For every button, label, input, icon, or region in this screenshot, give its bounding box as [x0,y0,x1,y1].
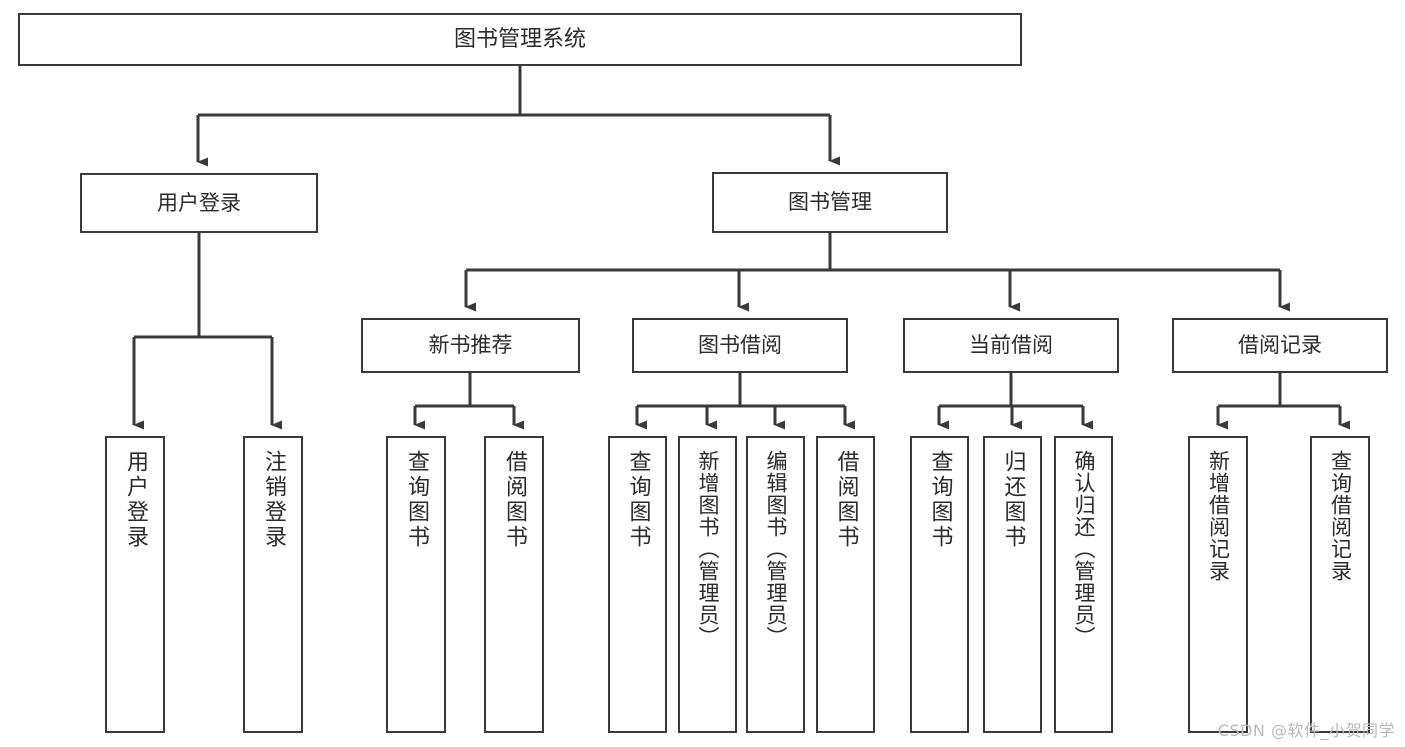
node-book-management-label: 图书管理 [788,190,872,215]
leaf-add-book-admin-label: 新增图书（管理员） [696,450,720,648]
leaf-confirm-return-admin-label: 确认归还（管理员） [1072,450,1096,648]
leaf-search-book-borrow-label: 查询图书 [625,450,651,550]
watermark: CSDN @软件_小贺同学 [1217,721,1395,740]
node-borrow-record-label: 借阅记录 [1238,333,1322,358]
leaf-borrow-book-recommend-label: 借阅图书 [502,450,527,550]
node-current-borrow-label: 当前借阅 [969,333,1053,358]
leaf-search-book-current[interactable]: 查询图书 [910,436,969,733]
leaf-borrow-book[interactable]: 借阅图书 [816,436,875,733]
leaf-edit-book-admin-label: 编辑图书（管理员） [764,450,788,648]
leaf-search-borrow-record[interactable]: 查询借阅记录 [1310,436,1370,733]
node-current-borrow[interactable]: 当前借阅 [903,318,1119,373]
leaf-search-book-recommend-label: 查询图书 [404,450,429,550]
node-book-borrow[interactable]: 图书借阅 [632,318,848,373]
leaf-confirm-return-admin[interactable]: 确认归还（管理员） [1054,436,1113,733]
leaf-add-borrow-record-label: 新增借阅记录 [1206,450,1231,582]
leaf-add-borrow-record[interactable]: 新增借阅记录 [1188,436,1248,733]
leaf-search-book-recommend[interactable]: 查询图书 [386,436,446,733]
leaf-search-book-borrow[interactable]: 查询图书 [608,436,667,733]
node-new-book-recommend[interactable]: 新书推荐 [361,318,580,373]
leaf-borrow-book-label: 借阅图书 [833,450,859,550]
node-user-login[interactable]: 用户登录 [80,173,318,233]
leaf-add-book-admin[interactable]: 新增图书（管理员） [678,436,737,733]
node-root-label: 图书管理系统 [453,26,586,52]
leaf-user-login-label: 用户登录 [123,450,148,550]
node-book-management[interactable]: 图书管理 [712,172,948,233]
node-new-book-recommend-label: 新书推荐 [428,333,513,358]
leaf-edit-book-admin[interactable]: 编辑图书（管理员） [746,436,805,733]
leaf-logout-label: 注销登录 [261,450,286,550]
node-root[interactable]: 图书管理系统 [18,13,1022,66]
node-book-borrow-label: 图书借阅 [698,333,782,358]
leaf-search-book-current-label: 查询图书 [927,450,953,550]
leaf-return-book-label: 归还图书 [1000,450,1026,550]
node-borrow-record[interactable]: 借阅记录 [1172,318,1388,373]
leaf-user-login[interactable]: 用户登录 [105,436,165,733]
leaf-search-borrow-record-label: 查询借阅记录 [1328,450,1353,582]
leaf-logout[interactable]: 注销登录 [243,436,303,733]
node-user-login-label: 用户登录 [157,190,241,215]
leaf-return-book[interactable]: 归还图书 [983,436,1042,733]
leaf-borrow-book-recommend[interactable]: 借阅图书 [484,436,544,733]
